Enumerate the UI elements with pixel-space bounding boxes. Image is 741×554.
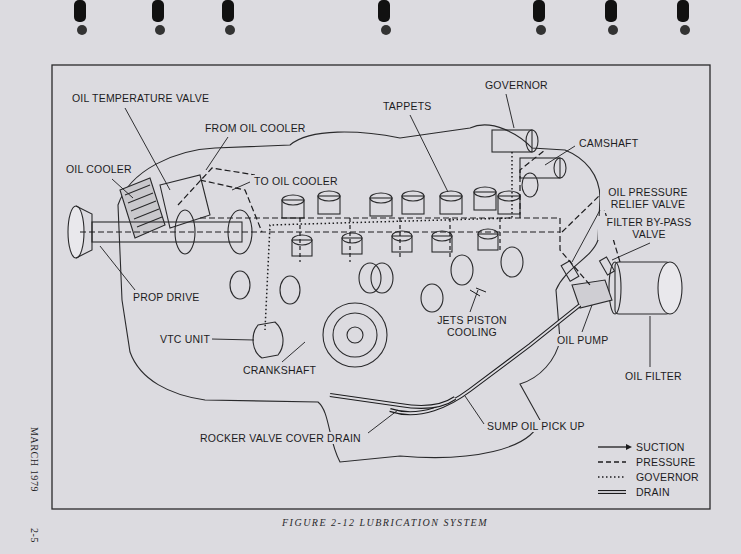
part-label: OIL FILTER (623, 370, 684, 382)
part-label: SUMP OIL PICK UP (485, 420, 587, 432)
part-label: TO OIL COOLER (252, 175, 340, 187)
figure-frame (52, 65, 710, 509)
part-label: OIL PRESSURE RELIEF VALVE (600, 186, 696, 210)
governor-sample (598, 476, 626, 478)
page-margin-text: MARCH 1979 (28, 425, 40, 494)
part-label: PROP DRIVE (131, 291, 202, 303)
part-label: FROM OIL COOLER (203, 122, 308, 134)
drain-sample (598, 490, 626, 494)
legend-text: GOVERNOR (634, 471, 701, 483)
figure-caption: FIGURE 2-12 LUBRICATION SYSTEM (150, 517, 620, 528)
oil-lines (80, 150, 620, 413)
part-label: GOVERNOR (483, 79, 550, 91)
leader-lines (100, 94, 650, 433)
legend-samples (598, 444, 632, 492)
suction-sample (598, 446, 626, 447)
part-label: OIL PUMP (555, 334, 610, 346)
part-label: TAPPETS (381, 100, 433, 112)
part-label: OIL TEMPERATURE VALVE (70, 92, 211, 104)
pressure-sample (598, 461, 626, 462)
binder-rings (74, 0, 690, 35)
part-label: ROCKER VALVE COVER DRAIN (198, 432, 363, 444)
part-label: OIL COOLER (64, 163, 134, 175)
part-label: VTC UNIT (158, 333, 212, 345)
page-margin-text: 2-5 (28, 526, 40, 545)
legend-text: DRAIN (634, 486, 672, 498)
part-label: CAMSHAFT (577, 137, 640, 149)
legend-text: PRESSURE (634, 456, 697, 468)
engine-drawing (68, 125, 682, 462)
part-label: FILTER BY-PASS VALVE (598, 216, 700, 240)
part-label: JETS PISTON COOLING (420, 314, 524, 338)
legend-text: SUCTION (634, 441, 687, 453)
part-label: CRANKSHAFT (241, 364, 318, 376)
